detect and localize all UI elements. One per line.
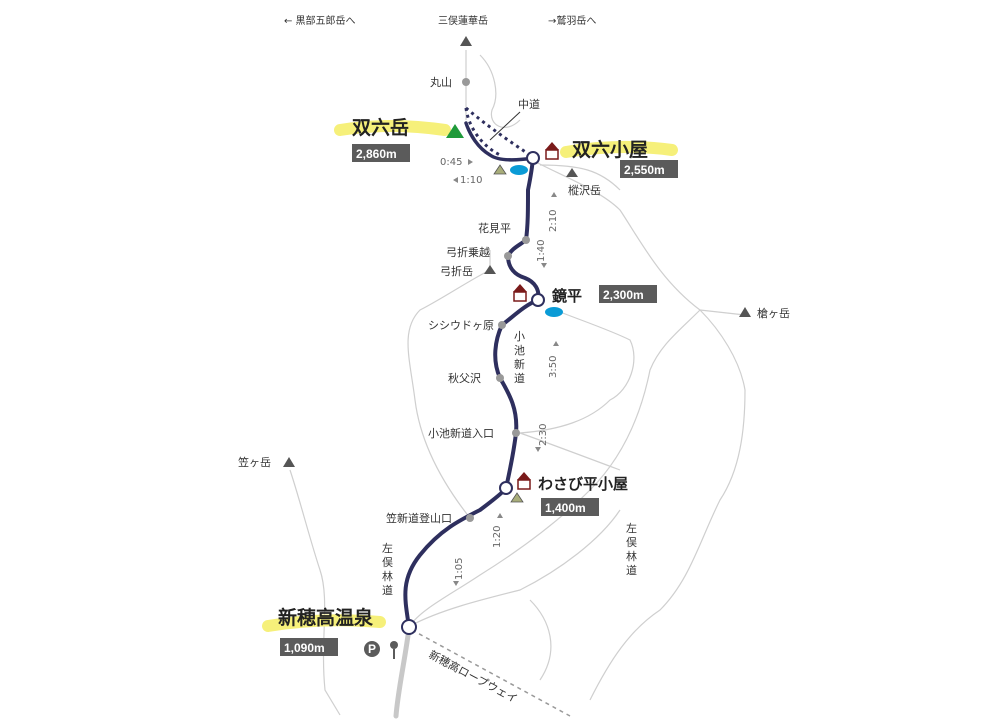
shinhotaka-elev: 1,090m <box>284 641 325 655</box>
right-road-4: 道 <box>626 563 637 577</box>
main-trail <box>403 156 541 629</box>
wasabidaira-hut-icon <box>517 472 531 490</box>
sugoroku-goya-elev: 2,550m <box>624 163 665 177</box>
wasabidaira-name: わさび平小屋 <box>538 475 628 493</box>
nav-left: ← 黒部五郎岳へ <box>284 14 356 27</box>
left-road-2: 俣 <box>382 555 393 569</box>
kagamidaira-water-icon <box>545 307 563 317</box>
koike-road-label-4: 道 <box>514 371 525 385</box>
koike-entrance-point <box>512 429 520 437</box>
yumiori-nori-label: 弓折乗越 <box>446 245 490 259</box>
kashiwazawa-peak-icon <box>566 168 578 177</box>
left-road-4: 道 <box>382 583 393 597</box>
summit-triangle-icon <box>446 124 464 138</box>
wasabidaira-badge <box>541 498 599 516</box>
maruyama-label: 丸山 <box>430 76 452 89</box>
terrain-lines <box>289 50 746 716</box>
kagamidaira-node <box>531 293 545 307</box>
parking-icon-label: P <box>368 642 376 656</box>
kashiwazawa-label: 樅沢岳 <box>568 183 601 197</box>
chichibu-label: 秋父沢 <box>448 371 481 385</box>
sugoroku-dake-name: 双六岳 <box>352 116 409 139</box>
shinhotaka-badge <box>280 638 338 656</box>
yari-label: 槍ヶ岳 <box>757 306 790 320</box>
sugoroku-dake-elev: 2,860m <box>356 147 397 161</box>
yumiori-nori-point <box>504 252 512 260</box>
arrow-up-icon-3 <box>497 513 503 518</box>
right-road-1: 左 <box>626 522 637 535</box>
road-path <box>393 625 412 719</box>
sugoroku-goya-highlight <box>560 140 678 158</box>
kagamidaira-hut-icon <box>513 284 527 302</box>
kasa-label: 笠ヶ岳 <box>238 455 271 469</box>
arrow-left-icon <box>453 177 458 183</box>
parking-icon <box>364 641 380 657</box>
chichibu-point <box>496 374 504 382</box>
nav-center: 三俣蓮華岳 <box>438 14 488 27</box>
right-road-3: 林 <box>626 549 637 563</box>
sugoroku-goya-name: 双六小屋 <box>572 138 648 161</box>
right-road-2: 俣 <box>626 535 637 549</box>
time-350: 3:50 <box>548 356 559 378</box>
ropeway-label: 新穂高ロープウェイ <box>427 647 520 706</box>
time-045: 0:45 <box>440 157 462 168</box>
mitsumata-peak-icon <box>460 36 472 46</box>
time-110: 1:10 <box>460 175 482 186</box>
nav-right: →鷲羽岳へ <box>548 14 596 27</box>
yari-peak-icon <box>739 307 751 317</box>
wasabidaira-node <box>499 481 513 495</box>
kasa-peak-icon <box>283 457 295 467</box>
shishiu-point <box>498 321 506 329</box>
maruyama-point <box>462 78 470 86</box>
kasa-trailhead-label: 笠新道登山口 <box>386 511 452 525</box>
yumiori-dake-peak-icon <box>484 265 496 274</box>
shinhotaka-highlight <box>262 614 386 632</box>
left-road-1: 左 <box>382 542 393 555</box>
wasabidaira-elev: 1,400m <box>545 501 586 515</box>
arrow-down-icon-3 <box>453 581 459 586</box>
arrow-down-icon-2 <box>535 447 541 452</box>
koike-entrance-label: 小池新道入口 <box>428 426 494 440</box>
sugoroku-goya-hut-icon <box>545 142 559 160</box>
water-icon <box>510 165 528 175</box>
arrow-up-icon <box>551 192 557 197</box>
koike-road-label-3: 新 <box>514 357 525 371</box>
summit-trail <box>464 121 535 162</box>
ropeway-line <box>411 629 571 717</box>
toilet-icon <box>390 641 398 659</box>
shishiu-label: シシウドヶ原 <box>428 319 494 332</box>
shinhotaka-name: 新穂高温泉 <box>278 606 374 629</box>
koike-road-label-2: 池 <box>514 344 525 357</box>
hanamidaira-point <box>522 236 530 244</box>
left-road-3: 林 <box>382 569 393 583</box>
kasa-trailhead-point <box>466 514 474 522</box>
nakamichi-label: 中道 <box>518 97 540 111</box>
middle-route <box>465 106 531 157</box>
time-120: 1:20 <box>492 526 503 548</box>
arrow-right-icon <box>468 159 473 165</box>
arrow-down-icon <box>541 263 547 268</box>
time-140: 1:40 <box>536 240 547 262</box>
kagamidaira-name: 鏡平 <box>552 287 582 305</box>
sugoroku-goya-badge <box>620 160 678 178</box>
tent-icon <box>493 164 507 175</box>
sugoroku-goya-node <box>526 151 540 165</box>
middle-route-2 <box>464 107 501 157</box>
time-210: 2:10 <box>548 210 559 232</box>
arrow-up-icon-2 <box>553 341 559 346</box>
koike-road-label-1: 小 <box>514 330 525 343</box>
wasabidaira-tent-icon <box>510 492 524 503</box>
yumiori-dake-label: 弓折岳 <box>440 264 473 278</box>
kagamidaira-elev: 2,300m <box>603 288 644 302</box>
hanamidaira-label: 花見平 <box>478 222 511 235</box>
time-105: 1:05 <box>454 558 465 580</box>
shinhotaka-node <box>401 619 417 635</box>
kagamidaira-badge <box>599 285 657 303</box>
sugoroku-dake-badge <box>352 144 410 162</box>
time-230: 2:30 <box>538 424 549 446</box>
nakamichi-leader <box>489 111 521 141</box>
sugoroku-dake-highlight <box>334 120 451 136</box>
